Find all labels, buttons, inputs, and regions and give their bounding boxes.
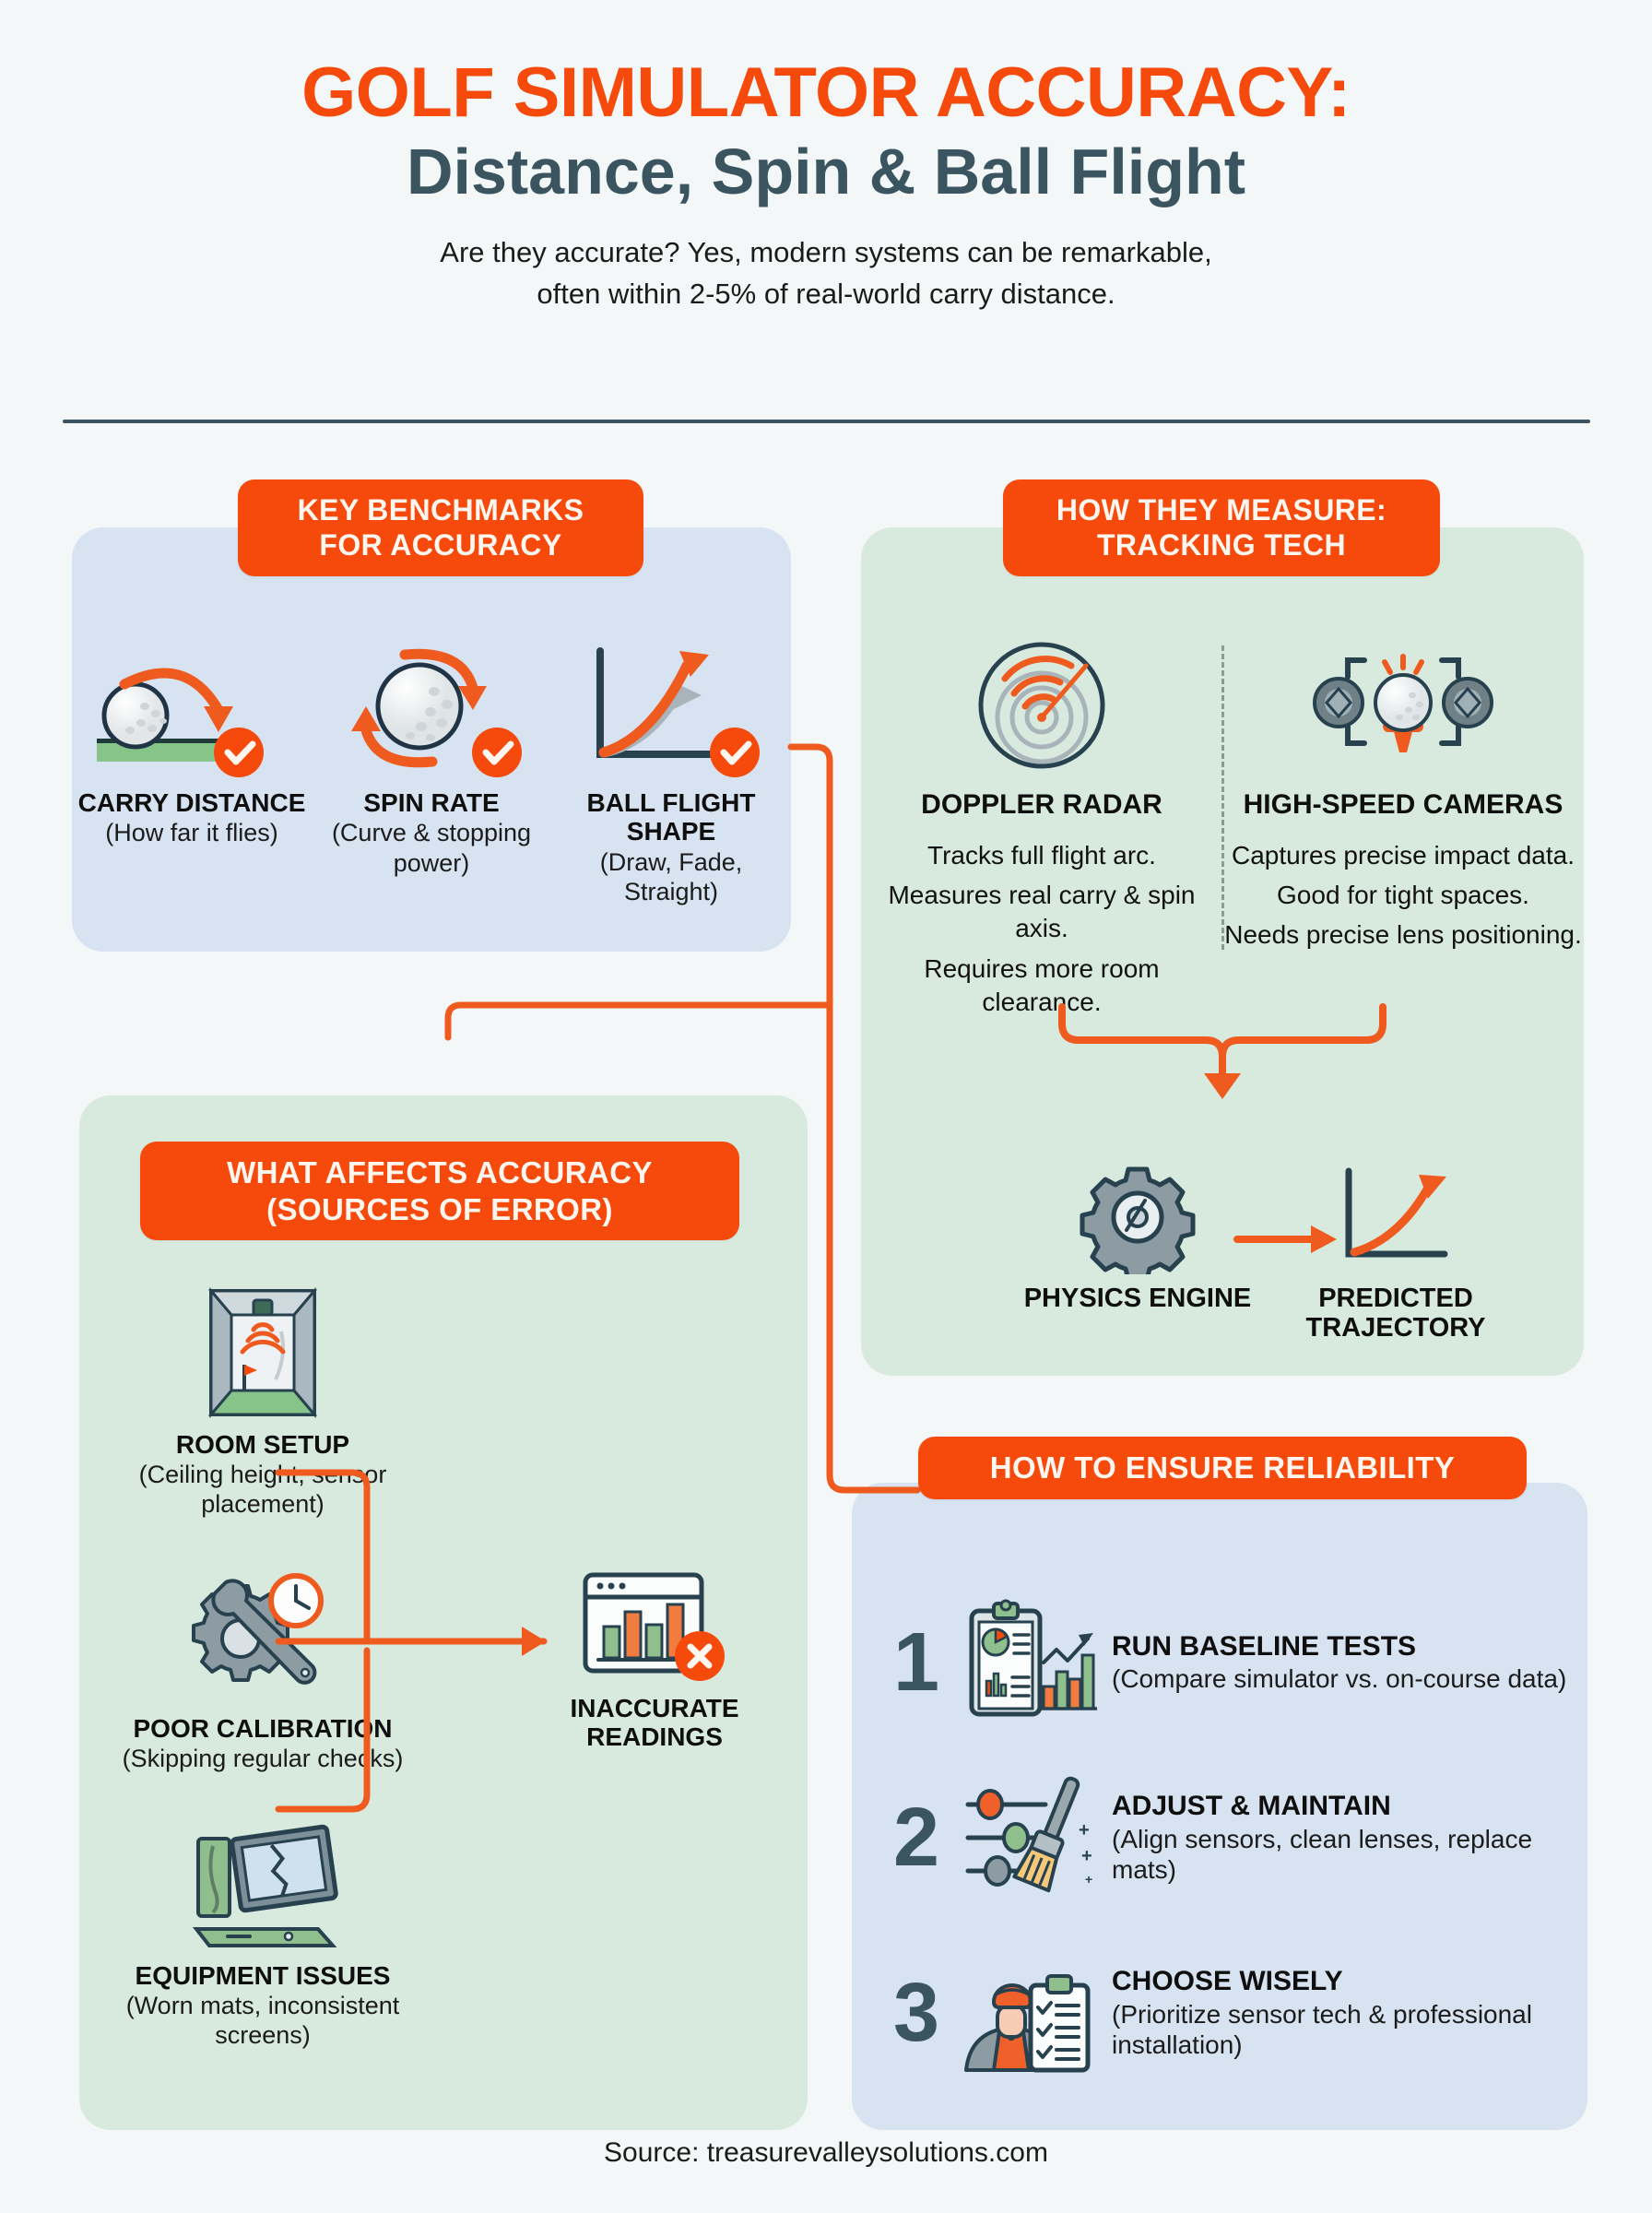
page-title-sub: Distance, Spin & Ball Flight bbox=[406, 135, 1246, 207]
step-title: CHOOSE WISELY bbox=[1112, 1966, 1343, 1997]
step-title: RUN BASELINE TESTS bbox=[1112, 1630, 1417, 1662]
tracking-bullets: Captures precise impact data. Good for t… bbox=[1224, 839, 1582, 959]
benchmark-sub: (Curve & stopping power) bbox=[331, 819, 532, 877]
badge-sources-of-error: WHAT AFFECTS ACCURACY (SOURCES OF ERROR) bbox=[140, 1142, 739, 1241]
step-title: ADJUST & MAINTAIN bbox=[1112, 1791, 1391, 1822]
check-icon bbox=[471, 728, 522, 777]
step-text: CHOOSE WISELY (Prioritize sensor tech & … bbox=[1097, 1966, 1575, 2060]
error-outcome-inaccurate-readings: INACCURATE READINGS bbox=[516, 1568, 793, 1752]
header-divider bbox=[63, 420, 1590, 423]
flight-shape-chart-icon bbox=[563, 634, 780, 777]
step-sub: (Align sensors, clean lenses, replace ma… bbox=[1112, 1824, 1533, 1884]
benchmark-title: BALL FLIGHT SHAPE bbox=[586, 788, 756, 846]
tracking-bullet: Requires more room clearance. bbox=[924, 953, 1160, 1017]
error-outcome-title: INACCURATE READINGS bbox=[570, 1694, 739, 1751]
infographic-header: GOLF SIMULATOR ACCURACY: Distance, Spin … bbox=[0, 0, 1652, 315]
tracking-bullet: Good for tight spaces. bbox=[1277, 880, 1529, 909]
technician-checklist-icon bbox=[959, 1948, 1097, 2077]
badge-key-benchmarks: KEY BENCHMARKS FOR ACCURACY bbox=[238, 479, 643, 576]
step-sub: (Prioritize sensor tech & professional i… bbox=[1112, 1999, 1532, 2059]
golf-ball-spin-icon bbox=[324, 634, 540, 777]
error-sub: (Ceiling height, sensor placement) bbox=[138, 1460, 387, 1519]
tracking-column-divider bbox=[1221, 645, 1224, 950]
output-title: PREDICTED TRAJECTORY bbox=[1305, 1284, 1486, 1343]
tracking-title: DOPPLER RADAR bbox=[921, 789, 1162, 820]
page-title-main: GOLF SIMULATOR ACCURACY: bbox=[301, 53, 1351, 132]
doppler-radar-icon bbox=[950, 636, 1134, 775]
gear-physics-icon bbox=[1068, 1164, 1207, 1283]
error-item-equipment-issues: EQUIPMENT ISSUES (Worn mats, inconsisten… bbox=[111, 1815, 415, 2051]
benchmark-sub: (How far it flies) bbox=[105, 819, 278, 847]
tracking-column-high-speed-cameras: HIGH-SPEED CAMERAS Captures precise impa… bbox=[1222, 636, 1584, 1026]
tracking-outputs: PHYSICS ENGINE PREDICTED TRAJECTORY bbox=[1009, 1164, 1525, 1343]
clipboard-report-chart-icon bbox=[959, 1598, 1099, 1727]
error-item-room-setup: ROOM SETUP (Ceiling height, sensor place… bbox=[111, 1284, 415, 1520]
deck-line-2: often within 2-5% of real-world carry di… bbox=[537, 277, 1115, 310]
check-icon bbox=[709, 728, 760, 777]
tracking-column-doppler-radar: DOPPLER RADAR Tracks full flight arc. Me… bbox=[861, 636, 1222, 1026]
benchmark-item-ball-flight-shape: BALL FLIGHT SHAPE (Draw, Fade, Straight) bbox=[551, 634, 791, 907]
step-number: 2 bbox=[892, 1792, 940, 1884]
benchmark-item-carry-distance: CARRY DISTANCE (How far it flies) bbox=[72, 634, 312, 907]
arrow-gear-to-chart bbox=[1233, 1225, 1337, 1253]
tracking-columns: DOPPLER RADAR Tracks full flight arc. Me… bbox=[861, 636, 1584, 1026]
svg-text:+: + bbox=[1085, 1872, 1092, 1887]
panel-key-benchmarks: CARRY DISTANCE (How far it flies) bbox=[72, 527, 791, 952]
error-sub: (Skipping regular checks) bbox=[122, 1744, 404, 1772]
source-footer: Source: treasurevalleysolutions.com bbox=[604, 2137, 1048, 2168]
deck-line-1: Are they accurate? Yes, modern systems c… bbox=[440, 236, 1212, 269]
panel-how-to-ensure-reliability: 1 bbox=[852, 1483, 1587, 2130]
reliability-step-3: 3 bbox=[874, 1925, 1575, 2101]
tracking-bullet: Measures real carry & spin axis. bbox=[888, 880, 1196, 943]
page-deck: Are they accurate? Yes, modern systems c… bbox=[0, 232, 1652, 315]
tracking-title: HIGH-SPEED CAMERAS bbox=[1243, 789, 1564, 820]
badge-tracking-tech: HOW THEY MEASURE: TRACKING TECH bbox=[1003, 479, 1440, 576]
sliders-brush-icon: + + + bbox=[959, 1773, 1097, 1902]
step-sub: (Compare simulator vs. on-course data) bbox=[1112, 1664, 1567, 1694]
tracking-bullet: Tracks full flight arc. bbox=[927, 840, 1156, 870]
tracking-bullet: Needs precise lens positioning. bbox=[1224, 920, 1582, 950]
broken-screen-mat-icon bbox=[180, 1815, 346, 1953]
wrench-gear-clock-icon bbox=[180, 1568, 346, 1706]
benchmark-item-spin-rate: SPIN RATE (Curve & stopping power) bbox=[312, 634, 551, 907]
error-title: ROOM SETUP bbox=[175, 1430, 350, 1459]
reliability-step-1: 1 bbox=[874, 1575, 1575, 1750]
step-number: 3 bbox=[892, 1967, 940, 2059]
error-title: POOR CALIBRATION bbox=[133, 1714, 393, 1743]
svg-text:+: + bbox=[1079, 1820, 1090, 1840]
golf-ball-carry-arc-icon bbox=[84, 634, 301, 777]
benchmark-sub: (Draw, Fade, Straight) bbox=[599, 847, 743, 906]
benchmark-title: SPIN RATE bbox=[363, 788, 500, 817]
step-text: ADJUST & MAINTAIN (Align sensors, clean … bbox=[1097, 1791, 1575, 1885]
merge-brace-arrow bbox=[1058, 1003, 1386, 1099]
step-number: 1 bbox=[892, 1616, 940, 1709]
error-sub: (Worn mats, inconsistent screens) bbox=[125, 1991, 400, 2050]
tracking-bullet: Captures precise impact data. bbox=[1232, 840, 1575, 870]
high-speed-camera-icon bbox=[1311, 636, 1495, 775]
svg-text:+: + bbox=[1081, 1846, 1092, 1866]
reliability-steps: 1 bbox=[874, 1575, 1575, 2101]
badge-how-to-ensure-reliability: HOW TO ENSURE RELIABILITY bbox=[918, 1437, 1527, 1499]
output-physics-engine: PHYSICS ENGINE bbox=[1009, 1164, 1267, 1343]
tracking-bullets: Tracks full flight arc. Measures real ca… bbox=[861, 839, 1222, 1026]
reliability-step-2: 2 bbox=[874, 1750, 1575, 1925]
error-title: EQUIPMENT ISSUES bbox=[135, 1961, 391, 1990]
check-icon bbox=[213, 728, 264, 777]
benchmark-title: CARRY DISTANCE bbox=[77, 788, 306, 817]
benchmark-items: CARRY DISTANCE (How far it flies) bbox=[72, 634, 791, 907]
error-item-poor-calibration: POOR CALIBRATION (Skipping regular check… bbox=[111, 1568, 415, 1773]
panel-tracking-tech: DOPPLER RADAR Tracks full flight arc. Me… bbox=[861, 527, 1584, 1376]
step-text: RUN BASELINE TESTS (Compare simulator vs… bbox=[1097, 1631, 1575, 1695]
trajectory-chart-icon bbox=[1327, 1164, 1465, 1274]
output-predicted-trajectory: PREDICTED TRAJECTORY bbox=[1267, 1164, 1525, 1343]
simulator-room-icon bbox=[180, 1284, 346, 1422]
bad-chart-window-icon bbox=[576, 1568, 733, 1687]
output-title: PHYSICS ENGINE bbox=[1023, 1284, 1252, 1313]
